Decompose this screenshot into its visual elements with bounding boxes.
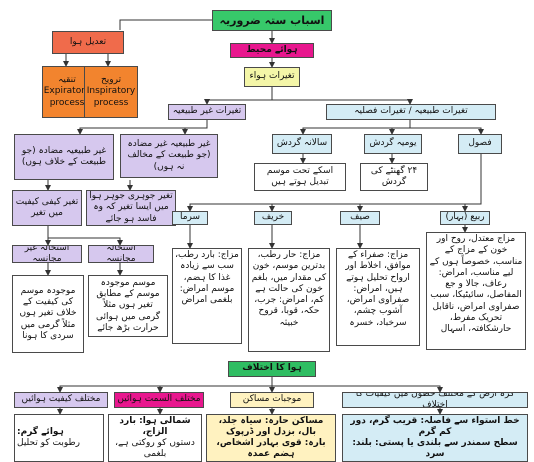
ikhtilaf-item-masakin: موجبات مساکن xyxy=(230,392,314,408)
bottom-simt-line-1: شمالی ہوا: بارد الزاج، xyxy=(119,415,191,437)
johari-box: تغیر جوہری جوہر ہوا میں ایسا تغیر کہ وہ … xyxy=(86,190,176,226)
bottom-kaifiyat-box: ہوائے گرم: رطوبت کو تحلیل xyxy=(14,414,104,462)
sarma-box: سرما xyxy=(172,211,208,225)
saalana-gardish-box: سالانہ گردش xyxy=(272,134,332,154)
tabiya-box: تغیرات طبیعیہ / تغیرات فصلیہ xyxy=(326,104,496,120)
taghayyurat-hawa-box: تغیرات ہواء xyxy=(244,67,300,87)
saalana-note-box: اسکے تحت موسم تبدیل ہوتے ہیں xyxy=(254,163,346,191)
istihala-mujanisa-box: استحالہ مجانسہ xyxy=(88,245,154,263)
note-ghair-box: موجودہ موسم کی کیفیت کے خلاف تغیر ہوں مث… xyxy=(12,275,84,353)
ghair-mudada-right-box: غیر طبیعیہ غیر مضادہ (جو طبیعت کے مخالف … xyxy=(120,134,218,178)
ikhtilaf-item-kuraarz: کرہ ارض کے مختلف خطوں میں کیفیات کا اختل… xyxy=(342,392,528,408)
saif-box: صیف xyxy=(340,211,380,225)
kaifi-box: تغیر کیفی کیفیت میں تغیر xyxy=(12,190,82,226)
tadeel-box: تعدیل ہوا xyxy=(52,31,124,54)
yomiya-note-box: ۲۴ گھنٹے کی گردش xyxy=(360,163,428,191)
khareef-text-box: مزاج: حار رطب، بدترین موسم، خون کی مقدار… xyxy=(248,248,330,352)
hawa-muheet-box: ہوائے محیط xyxy=(230,43,314,58)
bottom-kuraarz-box: خط استواء سے فاصلہ: قریب گرم، دور کم گرم… xyxy=(342,414,528,462)
ghair-tabiya-box: تغیرات غیر طبیعیہ xyxy=(168,104,246,120)
rabee-text-box: مزاج معتدل، روح اور خون کے مزاج کے مناسب… xyxy=(426,232,526,350)
bottom-kaifiyat-line-1: ہوائے گرم: xyxy=(17,426,64,437)
ghair-mudada-left-box: غیر طبیعیہ مضادہ (جو طبیعت کے خلاف ہوں) xyxy=(14,134,114,180)
khareef-box: خریف xyxy=(254,211,292,225)
fusool-box: فصول xyxy=(458,134,502,154)
tarweeh-box: ترویح Inspiratory process xyxy=(84,66,138,118)
ikhtilaf-item-simt: مختلف السمت ہوائیں xyxy=(114,392,204,408)
sarma-text-box: مزاج: بارد رطب، سب سے زیادہ غذا کا ہضم، … xyxy=(172,248,242,344)
bottom-masakin-line-2: بارہ: قوی بہادر اشخاص، ہضم عمدہ xyxy=(216,438,326,460)
istihala-ghair-box: استحالہ غیر مجانسہ xyxy=(12,245,82,263)
bottom-kuraarz-line-1: خط استواء سے فاصلہ: قریب گرم، دور کم گرم xyxy=(350,415,520,437)
ikhtilaf-item-kaifiyat: مختلف کیفیت ہوائیں xyxy=(14,392,108,408)
bottom-kaifiyat-line-2: رطوبت کو تحلیل xyxy=(17,438,80,448)
tanqiya-label: تنقیہ xyxy=(58,75,76,86)
bottom-simt-box: شمالی ہوا: بارد الزاج، دستوں کو روکتی ہے… xyxy=(108,414,202,462)
tarweeh-label: ترویح xyxy=(100,75,122,86)
tanqiya-box: تنقیہ Expiratory process xyxy=(42,66,92,118)
bottom-masakin-line-1: مساکن حارہ: سیاہ جلد، بال، بزدل اور ڈرپو… xyxy=(218,415,324,437)
hawa-ka-ikhtilaf-box: ہوا کا اختلاف xyxy=(228,361,316,377)
bottom-simt-line-2: دستوں کو روکتی ہے، بلغمی xyxy=(115,438,195,460)
tarweeh-en-label: Inspiratory process xyxy=(86,86,136,108)
note-mujanisa-box: موسم موجودہ موسم کے مطابق تغیر ہوں مثلاً… xyxy=(88,275,168,337)
bottom-kuraarz-line-2: سطح سمندر سے بلندی یا پستی: بلند: سرد xyxy=(352,438,518,460)
bottom-masakin-box: مساکن حارہ: سیاہ جلد، بال، بزدل اور ڈرپو… xyxy=(206,414,336,462)
yomiya-gardish-box: یومیہ گردش xyxy=(364,134,422,154)
title-box: اسباب ستہ ضروریہ xyxy=(212,10,332,31)
rabee-box: ربیع (بہار) xyxy=(440,211,490,225)
saif-text-box: مزاج: صفراء کے موافق، اخلاط اور ارواح تح… xyxy=(336,248,420,346)
tanqiya-en-label: Expiratory process xyxy=(43,86,91,108)
